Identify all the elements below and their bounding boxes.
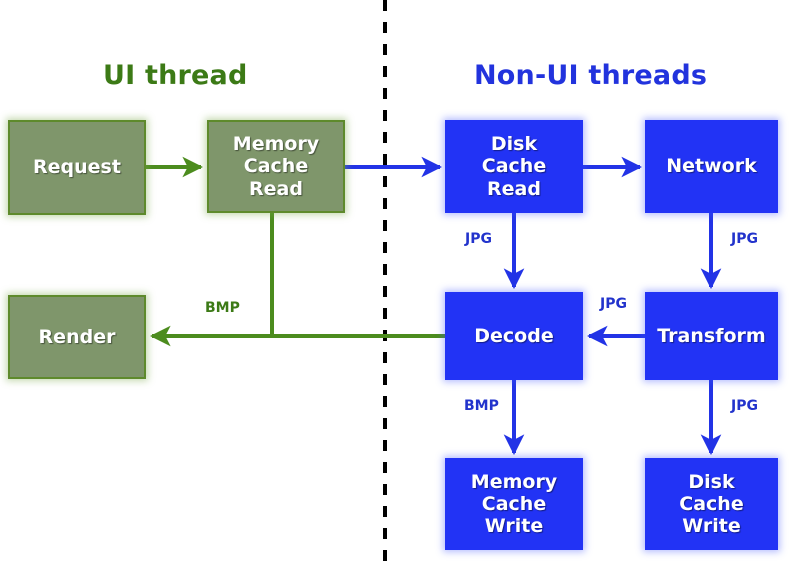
edge-label-disk-cache-read-decode: JPG <box>465 231 492 247</box>
node-disk-cache-write-label: Disk Cache Write <box>679 470 744 538</box>
edge-label-transform-disk-cache-write: JPG <box>731 398 758 414</box>
edge-label-memory-cache-read-render: BMP <box>205 300 240 316</box>
node-network-label: Network <box>666 155 757 178</box>
ui-thread-title: UI thread <box>103 60 248 91</box>
node-transform-label: Transform <box>657 324 766 347</box>
node-memory-cache-read[interactable]: Memory Cache Read <box>207 120 345 213</box>
node-memory-cache-write[interactable]: Memory Cache Write <box>445 458 583 550</box>
node-disk-cache-read-label: Disk Cache Read <box>481 133 547 200</box>
node-disk-cache-read[interactable]: Disk Cache Read <box>445 120 583 213</box>
node-request-label: Request <box>33 156 121 179</box>
node-transform[interactable]: Transform <box>645 292 778 380</box>
node-render[interactable]: Render <box>8 295 146 379</box>
node-memory-cache-read-label: Memory Cache Read <box>232 133 320 200</box>
node-network[interactable]: Network <box>645 120 778 213</box>
node-request[interactable]: Request <box>8 120 146 215</box>
node-disk-cache-write[interactable]: Disk Cache Write <box>645 458 778 550</box>
node-decode-label: Decode <box>474 324 554 347</box>
non-ui-threads-title: Non-UI threads <box>474 60 708 91</box>
edge-label-transform-decode: JPG <box>600 296 627 312</box>
edge-label-decode-memory-cache-write: BMP <box>464 398 499 414</box>
node-decode[interactable]: Decode <box>445 292 583 380</box>
edge-label-network-transform: JPG <box>731 231 758 247</box>
node-render-label: Render <box>38 325 116 348</box>
node-memory-cache-write-label: Memory Cache Write <box>470 470 558 538</box>
